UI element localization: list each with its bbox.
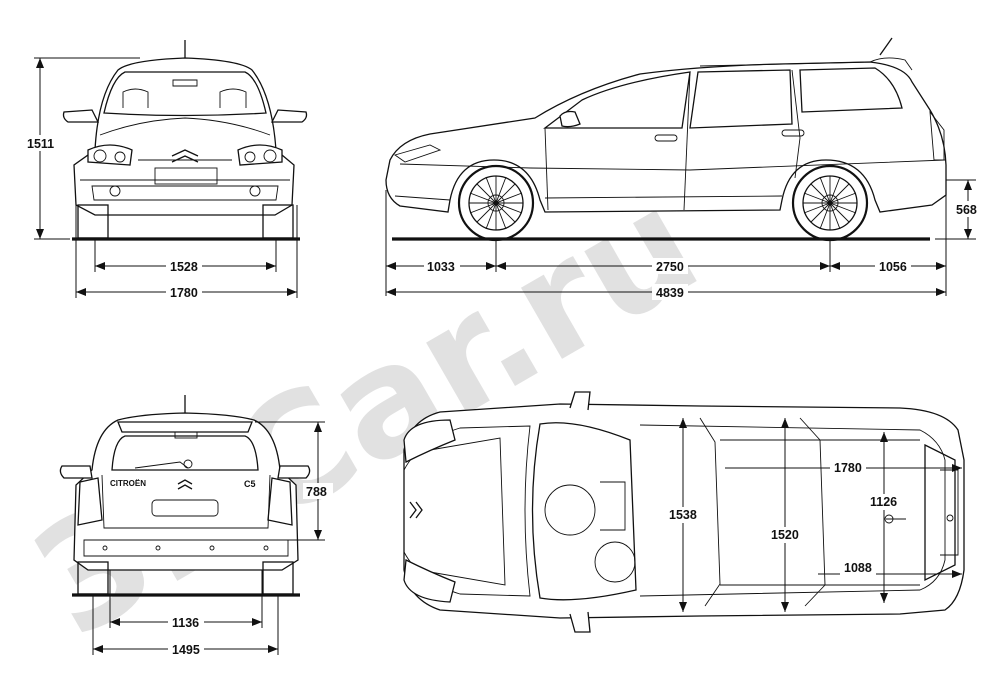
front-view: 1511 1528 1780: [22, 40, 308, 300]
rear-wheel: [791, 164, 869, 242]
rear-track-label: 1495: [172, 643, 200, 657]
rear-view: CITROËN C5 788 1136 1495: [59, 395, 333, 657]
opening-height-label: 788: [306, 485, 327, 499]
front-height-label: 1511: [27, 137, 54, 151]
opening-width-label: 1136: [172, 616, 199, 630]
boot-height-label: 1126: [870, 495, 897, 509]
side-view: 568 1033 2750 1056 4839: [385, 37, 983, 300]
wheelbase-label: 2750: [656, 260, 684, 274]
boot-length-label: 1088: [844, 561, 872, 575]
front-wheel: [457, 164, 535, 242]
top-view: 1538 1520 1780 1126 1088: [403, 391, 965, 633]
front-track-label: 1528: [170, 260, 198, 274]
brand-badge: CITROËN: [110, 479, 146, 488]
front-width-label: 1780: [170, 286, 198, 300]
overall-length-label: 4839: [656, 286, 684, 300]
rear-width-label-top: 1520: [771, 528, 799, 542]
front-width-label-top: 1538: [669, 508, 697, 522]
ground-clearance-label: 568: [956, 203, 977, 217]
rear-overhang-label: 1056: [879, 260, 907, 274]
model-badge: C5: [244, 479, 256, 489]
front-overhang-label: 1033: [427, 260, 455, 274]
boot-width-label: 1780: [834, 461, 862, 475]
